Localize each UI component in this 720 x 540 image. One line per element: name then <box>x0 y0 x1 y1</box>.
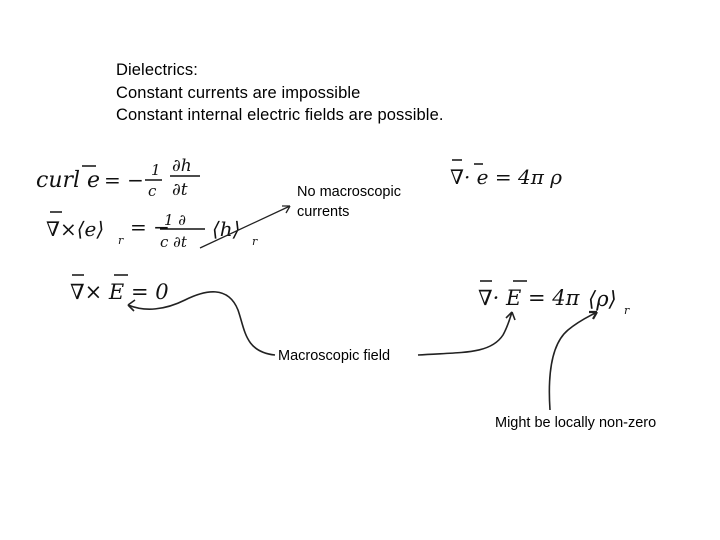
curl-e-equals: = − <box>104 168 144 192</box>
div-E-text: ∇· E = 4π <box>478 286 581 310</box>
equation-curl-e: curl e = − 1 c ∂h ∂t <box>36 156 200 200</box>
arrow-no-currents <box>199 205 291 249</box>
arrowhead <box>589 310 598 320</box>
heading-line-dielectrics: Dielectrics: <box>116 61 198 79</box>
curl-e-lhs: curl e <box>36 168 100 193</box>
avg-curl-equals: = − <box>130 215 170 239</box>
div-E-sub: r <box>624 304 630 317</box>
avg-curl-h: ⟨h⟩ <box>212 217 241 241</box>
equation-averaged-curl: ∇×⟨e⟩ r = − 1 ∂ c ∂t ⟨h⟩ r <box>46 211 258 251</box>
arrowhead <box>127 299 136 312</box>
label-no-macroscopic-line2: currents <box>297 204 350 220</box>
avg-curl-den: c ∂t <box>160 233 188 251</box>
label-no-macroscopic-line1: No macroscopic <box>297 184 401 200</box>
heading-line-fields: Constant internal electric fields are po… <box>116 106 444 124</box>
curl-e-dt: ∂t <box>172 180 188 200</box>
label-locally-nonzero: Might be locally non-zero <box>495 415 657 431</box>
equation-div-E: ∇· E = 4π ⟨ρ⟩ r <box>478 280 630 317</box>
curl-e-frac-den: c <box>148 182 157 200</box>
curl-e-frac-num: 1 <box>151 161 161 179</box>
label-no-macroscopic: No macroscopic currents <box>297 182 401 222</box>
arrow-field-to-div <box>417 311 513 356</box>
slide-heading: Dielectrics: Constant currents are impos… <box>116 59 536 127</box>
arrowhead <box>505 311 516 321</box>
avg-curl-sub: r <box>118 234 124 247</box>
div-e-text: ∇· e = 4π ρ <box>450 165 562 189</box>
arrowhead <box>282 205 291 214</box>
label-macroscopic-field: Macroscopic field <box>278 348 391 364</box>
avg-curl-h-sub: r <box>252 235 258 248</box>
arrow-nonzero-to-rho <box>548 311 598 411</box>
curl-E-text: ∇× E = 0 <box>70 280 169 304</box>
arrow-field-to-curl <box>127 291 276 356</box>
heading-line-currents: Constant currents are impossible <box>116 83 361 102</box>
avg-curl-lhs: ∇×⟨e⟩ <box>46 217 104 241</box>
equation-curl-E: ∇× E = 0 <box>70 274 169 304</box>
avg-curl-num: 1 ∂ <box>164 211 186 229</box>
div-E-rho: ⟨ρ⟩ <box>588 287 617 311</box>
curl-e-dh: ∂h <box>172 156 192 176</box>
equation-div-e: ∇· e = 4π ρ <box>450 159 562 189</box>
